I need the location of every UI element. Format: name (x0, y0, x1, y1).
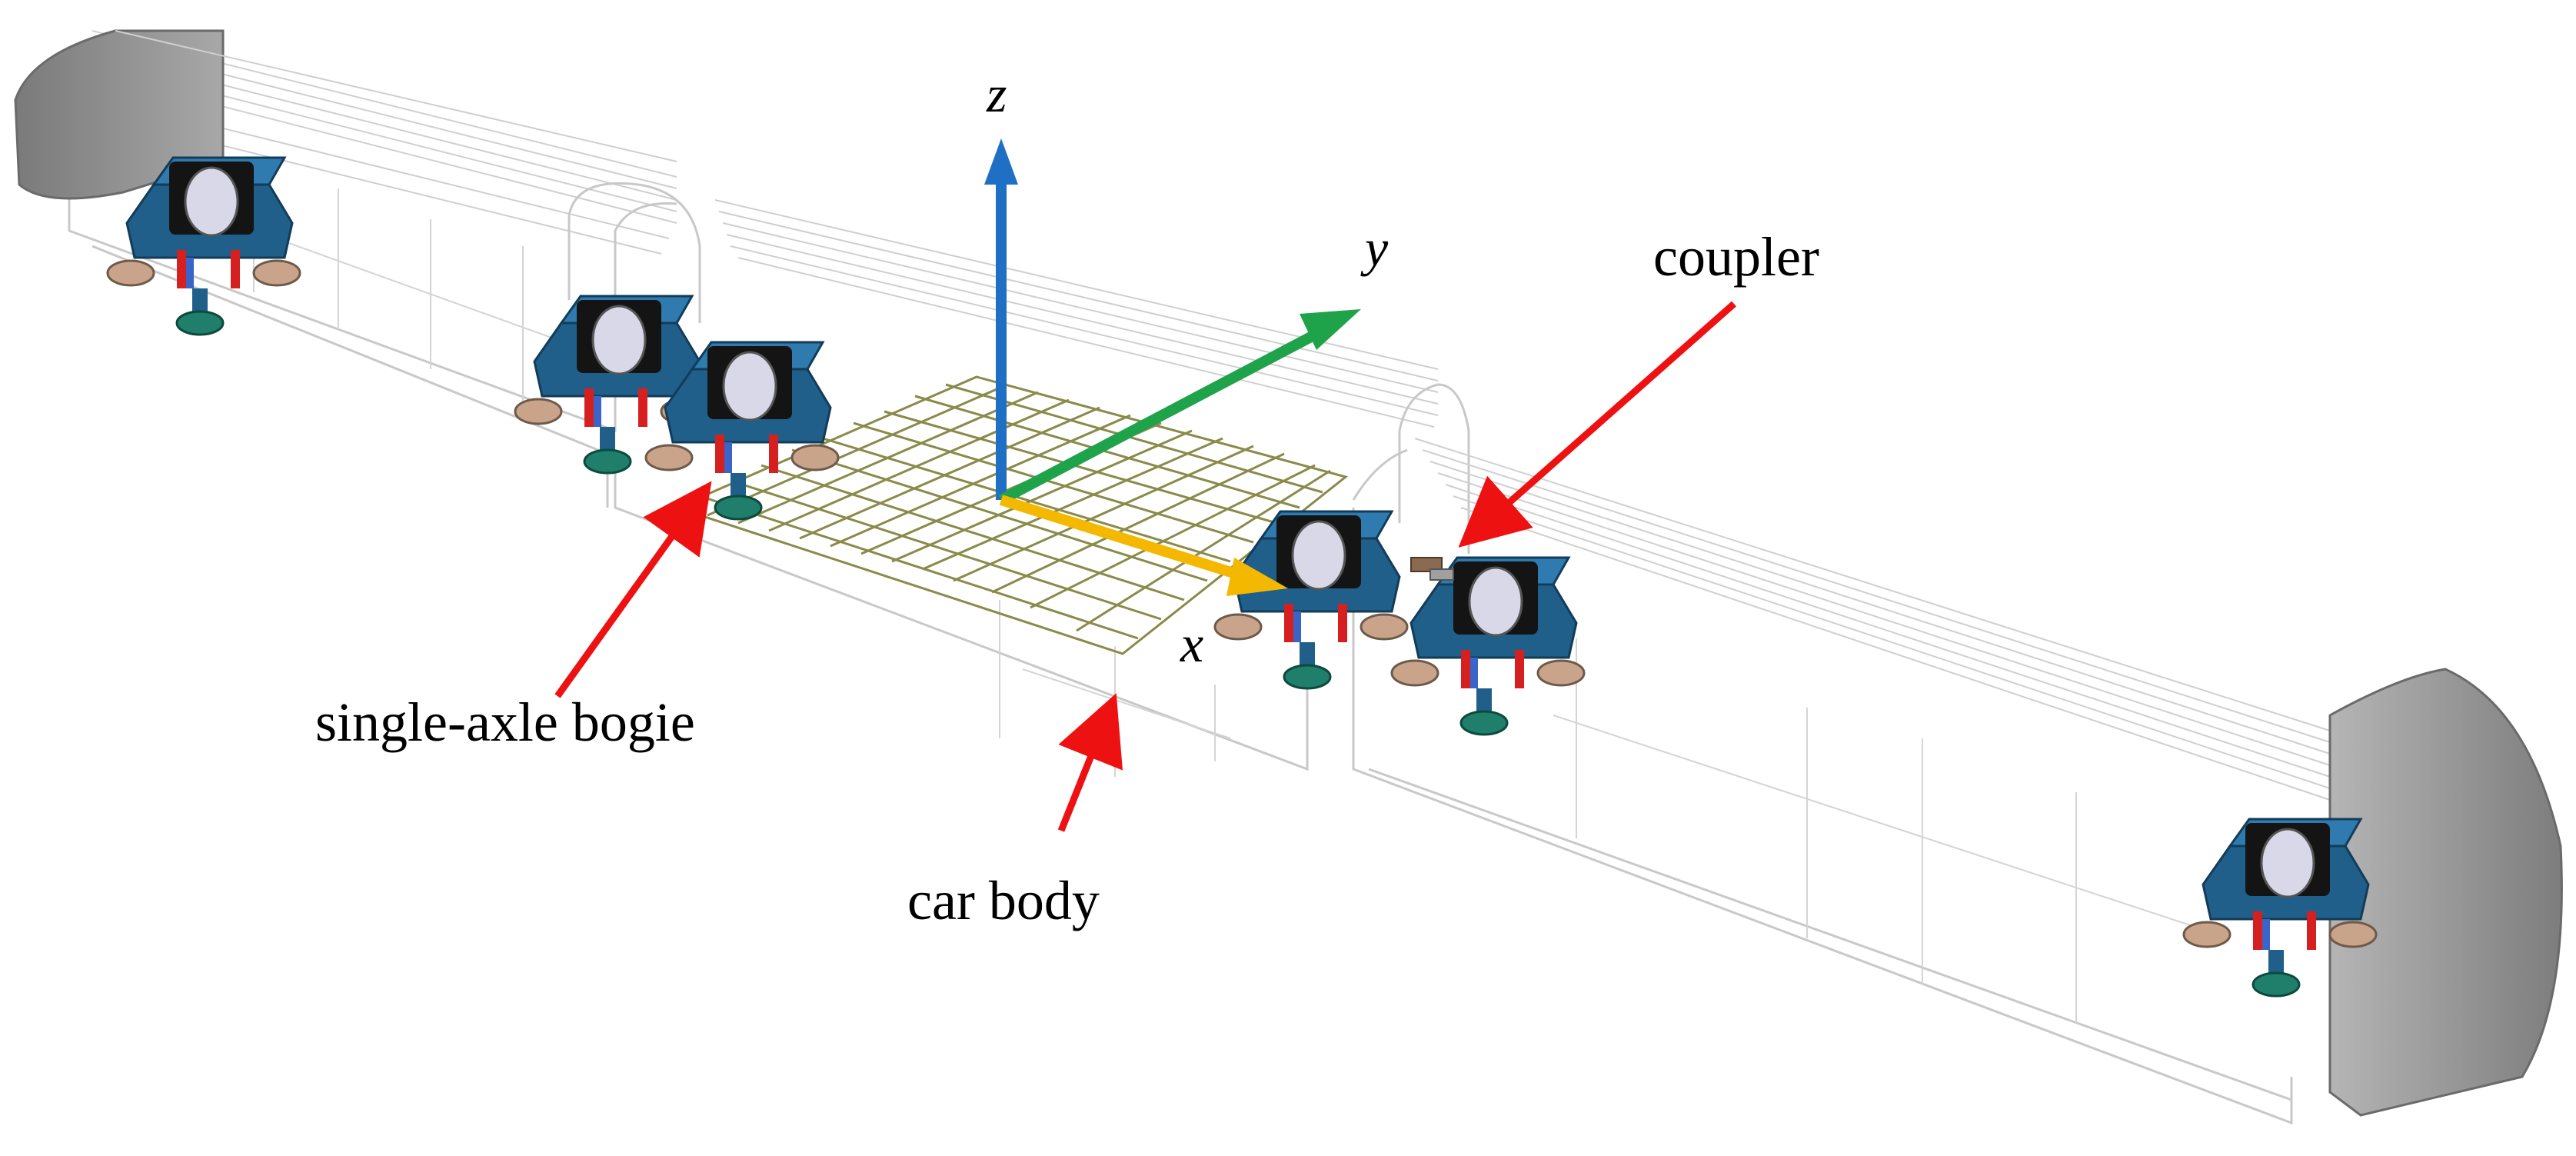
y-axis-label: y (1360, 218, 1389, 277)
coupler-label: coupler (1653, 226, 1819, 288)
single-axle-bogie-label: single-axle bogie (315, 691, 695, 753)
x-axis-arrowhead (1226, 558, 1288, 596)
left-nose-cap (14, 29, 225, 200)
floor-grid (673, 375, 1349, 655)
single-axle-bogie-icon (1390, 556, 1586, 736)
car-body-label: car body (907, 870, 1100, 931)
right-nose-cap (2328, 668, 2563, 1117)
right-car-wireframe (1352, 438, 2331, 1125)
coordinate-axes (984, 138, 1361, 596)
x-axis-arrow (999, 495, 1248, 582)
y-axis-arrowhead (1300, 309, 1361, 350)
coupler-icon (1410, 557, 1454, 581)
x-axis-label: x (1180, 615, 1203, 673)
y-axis-arrow (998, 325, 1326, 505)
bogie-callout-arrow (554, 481, 712, 698)
z-axis-label: z (986, 65, 1007, 123)
car-body-callout-arrow (1057, 693, 1123, 832)
z-axis-arrowhead (984, 138, 1018, 185)
coupler-callout-arrow (1458, 301, 1736, 548)
single-axle-bogie-icon (1213, 510, 1409, 690)
